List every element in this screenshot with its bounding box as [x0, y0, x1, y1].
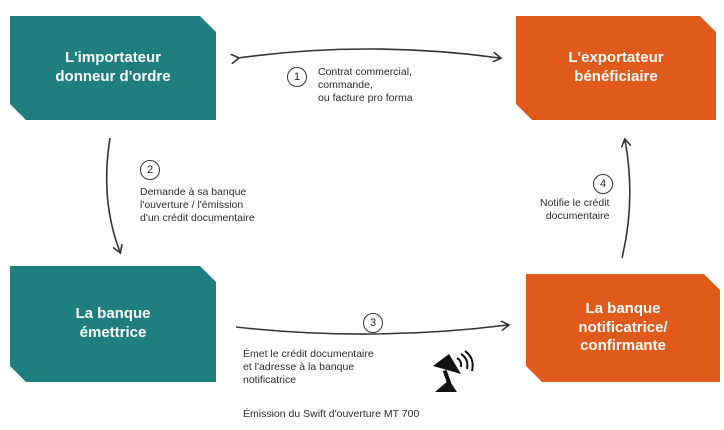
satellite-dish-icon: [427, 348, 475, 401]
step-4-number: 4: [593, 174, 613, 194]
arrow-importer-to-issuing: [105, 137, 120, 252]
arrow-importer-exporter: [238, 48, 500, 58]
issuing-bank-box: La banque émettrice: [10, 266, 216, 382]
importer-box: L'importateur donneur d'ordre: [10, 16, 216, 120]
step-3-subtext: Émission du Swift d'ouverture MT 700: [243, 408, 420, 420]
step-4-text: Notifie le crédit documentaire: [540, 197, 610, 223]
step-2-text: Demande à sa banque l'ouverture / l'émis…: [140, 186, 255, 225]
notifying-bank-box: La banque notificatrice/ confirmante: [526, 274, 720, 382]
exporter-label: L'exportateur bénéficiaire: [568, 49, 664, 85]
step-3-number: 3: [363, 313, 383, 333]
notifying-bank-label: La banque notificatrice/ confirmante: [578, 299, 668, 355]
step-2-number: 2: [140, 160, 160, 180]
arrow-issuing-to-notifying: [235, 325, 508, 335]
importer-label: L'importateur donneur d'ordre: [55, 49, 171, 85]
step-3-text: Émet le crédit documentaire et l'adresse…: [243, 348, 374, 387]
step-1-text: Contrat commercial, commande, ou facture…: [318, 66, 413, 105]
issuing-bank-label: La banque émettrice: [75, 305, 151, 341]
exporter-box: L'exportateur bénéficiaire: [516, 16, 716, 120]
step-1-number: 1: [287, 67, 307, 87]
arrow-notifying-to-exporter: [622, 140, 630, 259]
